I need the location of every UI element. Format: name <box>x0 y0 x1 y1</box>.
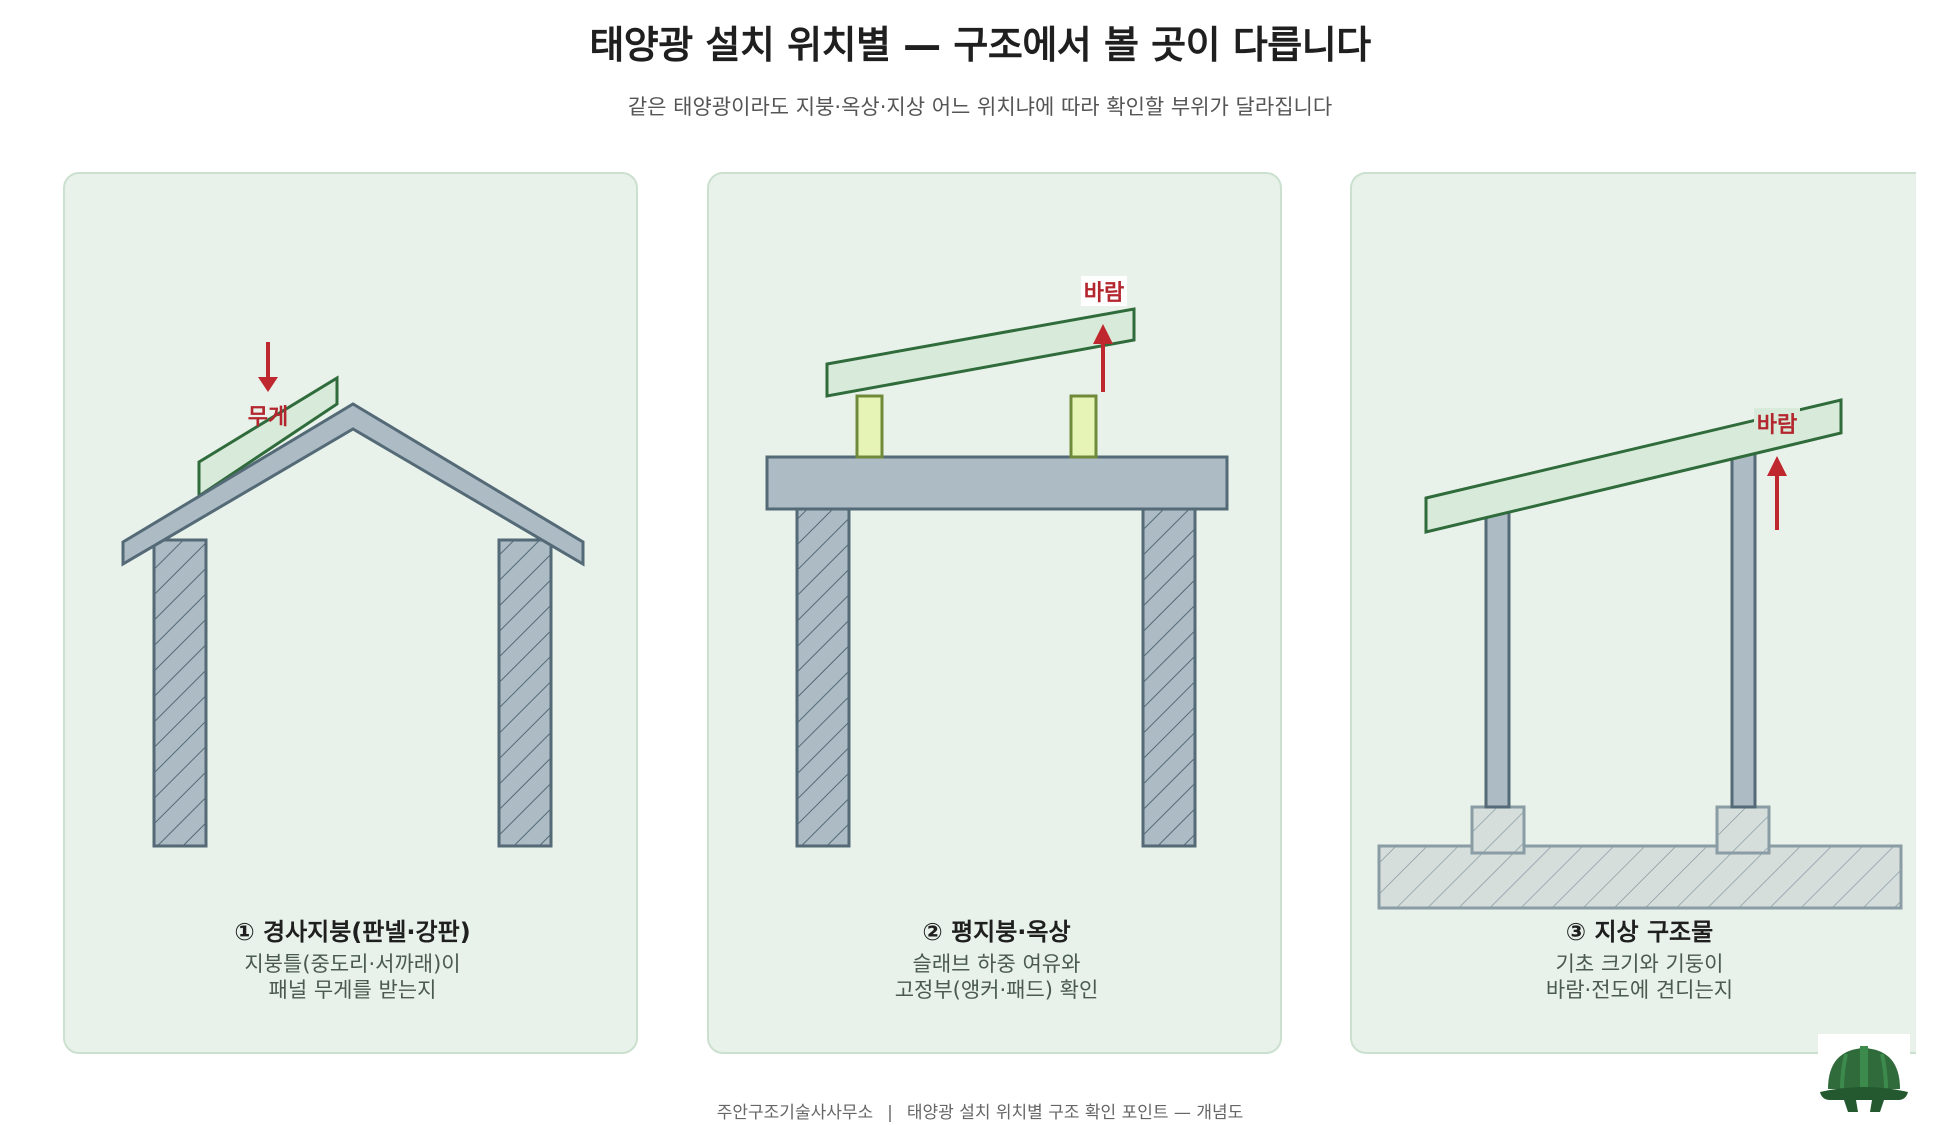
footer-caption: 태양광 설치 위치별 구조 확인 포인트 — 개념도 <box>906 1103 1244 1123</box>
sloped-roof <box>121 402 585 567</box>
down-arrow-icon <box>258 377 278 392</box>
panel-desc-line: 지붕틀(중도리·서까래)이 <box>244 952 461 976</box>
panel-title: ② 평지붕·옥상 <box>922 918 1071 946</box>
solar-panel <box>1424 398 1843 534</box>
ground-mount-diagram: 바람 <box>1377 398 1903 910</box>
panel-desc-line: 고정부(앵커·패드) 확인 <box>894 978 1099 1002</box>
footer: 주안구조기술사사무소 | 태양광 설치 위치별 구조 확인 포인트 — 개념도 <box>0 1098 1950 1123</box>
hard-hat-icon <box>1818 1034 1910 1116</box>
weight-label: 무게 <box>248 405 288 430</box>
wind-label: 바람 <box>1757 413 1797 438</box>
panel-desc-line: 바람·전도에 견디는지 <box>1545 978 1734 1002</box>
panel-desc-line: 기초 크기와 기둥이 <box>1555 952 1724 976</box>
right-wall <box>497 538 553 848</box>
page-title: 태양광 설치 위치별 — 구조에서 볼 곳이 다릅니다 <box>589 23 1371 67</box>
panel-title: ① 경사지붕(판넬·강판) <box>234 918 471 946</box>
footing <box>1715 805 1771 855</box>
roof-slab <box>765 455 1229 511</box>
right-column <box>1141 506 1197 848</box>
panel-title: ③ 지상 구조물 <box>1565 918 1714 946</box>
left-column <box>795 506 851 848</box>
post <box>1484 505 1511 809</box>
panel-sloped-roof: 무게 ① 경사지붕(판넬·강판) 지붕틀(중도리·서까래)이 패널 무게를 받는… <box>63 172 638 1054</box>
anchor-pad <box>855 394 884 459</box>
left-wall <box>152 538 208 848</box>
flat-roof-diagram: 바람 <box>765 276 1229 848</box>
wind-label: 바람 <box>1084 281 1124 306</box>
up-arrow-icon <box>1767 456 1787 476</box>
sloped-roof-diagram: 무게 <box>121 342 585 848</box>
panel-flat-roof: 바람 ② 평지붕·옥상 슬래브 하중 여유와 고정부(앵커·패드) 확인 <box>707 172 1282 1054</box>
post <box>1730 452 1757 809</box>
footing <box>1470 805 1526 855</box>
page-subtitle: 같은 태양광이라도 지붕·옥상·지상 어느 위치냐에 따라 확인할 부위가 달라… <box>627 95 1333 119</box>
panel-ground-mount: 바람 ③ 지상 구조물 기초 크기와 기둥이 바람·전도에 견디는지 <box>1350 172 1916 1054</box>
footer-separator: | <box>887 1103 893 1123</box>
anchor-pad <box>1069 394 1098 459</box>
ground <box>1377 844 1903 910</box>
panel-desc-line: 슬래브 하중 여유와 <box>912 952 1081 976</box>
panel-desc-line: 패널 무게를 받는지 <box>268 978 437 1002</box>
solar-panel <box>197 375 339 499</box>
solar-panel <box>825 307 1136 398</box>
footer-company: 주안구조기술사사무소 <box>716 1103 874 1123</box>
up-arrow-icon <box>1093 324 1113 344</box>
